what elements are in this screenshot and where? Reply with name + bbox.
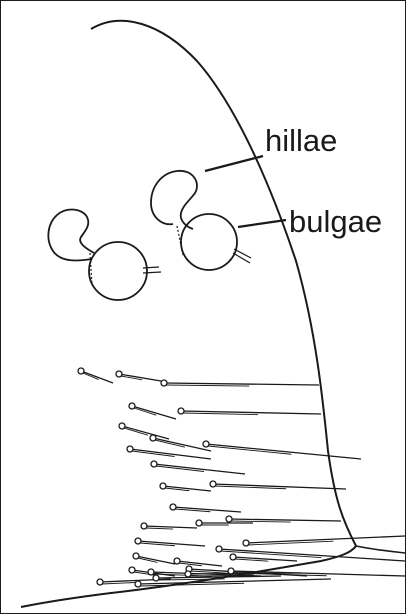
seta-13-edge bbox=[174, 508, 211, 513]
seta-3-edge bbox=[165, 384, 250, 387]
seta-8-edge bbox=[207, 445, 292, 455]
seta-26 bbox=[137, 578, 332, 585]
right-bulga bbox=[180, 213, 238, 271]
seta-20-edge bbox=[178, 562, 202, 567]
seta-29-socket bbox=[227, 567, 235, 575]
right-hilla-bulga bbox=[150, 170, 252, 271]
seta-14-edge bbox=[230, 520, 291, 523]
seta-21 bbox=[232, 556, 298, 562]
seta-13-socket bbox=[169, 503, 177, 511]
seta-14 bbox=[228, 518, 342, 522]
seta-16-socket bbox=[195, 519, 203, 527]
seta-8-socket bbox=[202, 440, 210, 448]
seta-15-socket bbox=[140, 522, 148, 530]
seta-30-socket bbox=[215, 545, 223, 553]
seta-30 bbox=[218, 548, 405, 562]
seta-19 bbox=[135, 555, 176, 565]
seta-4-edge bbox=[133, 407, 157, 416]
seta-2 bbox=[118, 373, 162, 382]
seta-10 bbox=[153, 463, 246, 475]
seta-20-socket bbox=[173, 557, 181, 565]
seta-24-edge bbox=[190, 570, 254, 576]
seta-5-edge bbox=[182, 412, 259, 416]
seta-21-edge bbox=[234, 558, 269, 562]
seta-20 bbox=[176, 560, 223, 567]
seta-15-edge bbox=[145, 527, 174, 530]
right-connector bbox=[176, 225, 184, 256]
left-connector bbox=[89, 252, 93, 286]
seta-9-edge bbox=[131, 450, 175, 457]
seta-10-edge bbox=[155, 465, 205, 472]
seta-3 bbox=[163, 382, 320, 386]
right-hilla bbox=[150, 170, 198, 230]
hillae-leader-line bbox=[204, 154, 264, 173]
seta-25-edge bbox=[101, 581, 140, 585]
seta-6-socket bbox=[118, 422, 126, 430]
seta-26-socket bbox=[134, 580, 142, 588]
seta-11 bbox=[162, 485, 212, 492]
seta-8 bbox=[205, 443, 362, 460]
seta-9 bbox=[129, 448, 212, 460]
seta-27-socket bbox=[152, 574, 160, 582]
seta-27 bbox=[155, 575, 282, 579]
seta-27-edge bbox=[157, 578, 225, 581]
right-duct bbox=[232, 248, 252, 264]
lower-edge bbox=[355, 545, 405, 554]
seta-7-socket bbox=[149, 434, 157, 442]
seta-21-socket bbox=[229, 553, 237, 561]
seta-5-socket bbox=[177, 407, 185, 415]
seta-4 bbox=[131, 405, 177, 420]
seta-19-edge bbox=[137, 557, 158, 563]
seta-12 bbox=[212, 483, 347, 490]
bulgae-leader-line bbox=[237, 218, 287, 229]
seta-23-socket bbox=[147, 568, 155, 576]
seta-1-socket bbox=[77, 367, 85, 375]
seta-1 bbox=[80, 370, 114, 384]
seta-22-socket bbox=[128, 566, 136, 574]
label-bulgae: bulgae bbox=[289, 204, 383, 239]
seta-3-socket bbox=[160, 379, 168, 387]
setae-group bbox=[77, 367, 405, 588]
seta-29-edge bbox=[232, 572, 327, 577]
seta-26-edge bbox=[139, 582, 245, 587]
seta-1-edge bbox=[82, 372, 99, 381]
seta-2-socket bbox=[115, 370, 123, 378]
seta-7 bbox=[152, 437, 212, 452]
seta-28-socket bbox=[184, 570, 192, 578]
seta-4-socket bbox=[128, 402, 136, 410]
seta-25-socket bbox=[96, 578, 104, 586]
seta-17-edge bbox=[139, 542, 175, 547]
seta-12-edge bbox=[214, 485, 287, 490]
seta-7-edge bbox=[154, 439, 186, 448]
left-hilla-bulga bbox=[47, 208, 162, 301]
left-duct bbox=[142, 266, 162, 274]
seta-6-edge bbox=[123, 427, 148, 436]
seta-11-edge bbox=[164, 487, 190, 492]
seta-12-socket bbox=[209, 480, 217, 488]
seta-19-socket bbox=[132, 552, 140, 560]
label-hillae: hillae bbox=[265, 123, 338, 158]
seta-29 bbox=[230, 570, 405, 577]
seta-28-edge bbox=[189, 575, 251, 577]
seta-2-edge bbox=[120, 375, 143, 381]
left-hilla bbox=[47, 208, 95, 262]
seta-30-edge bbox=[220, 550, 322, 559]
seta-18-socket bbox=[242, 539, 250, 547]
seta-18-edge bbox=[247, 540, 334, 546]
seta-11-socket bbox=[159, 482, 167, 490]
seta-18 bbox=[245, 535, 405, 544]
seta-17 bbox=[137, 540, 206, 547]
left-bulga bbox=[88, 241, 148, 301]
seta-14-socket bbox=[225, 515, 233, 523]
seta-15 bbox=[143, 525, 198, 529]
seta-13 bbox=[172, 506, 242, 513]
seta-17-socket bbox=[134, 537, 142, 545]
seta-9-socket bbox=[126, 445, 134, 453]
body-outline bbox=[20, 19, 358, 608]
seta-6 bbox=[121, 425, 170, 440]
seta-5 bbox=[180, 410, 322, 415]
seta-10-socket bbox=[150, 460, 158, 468]
